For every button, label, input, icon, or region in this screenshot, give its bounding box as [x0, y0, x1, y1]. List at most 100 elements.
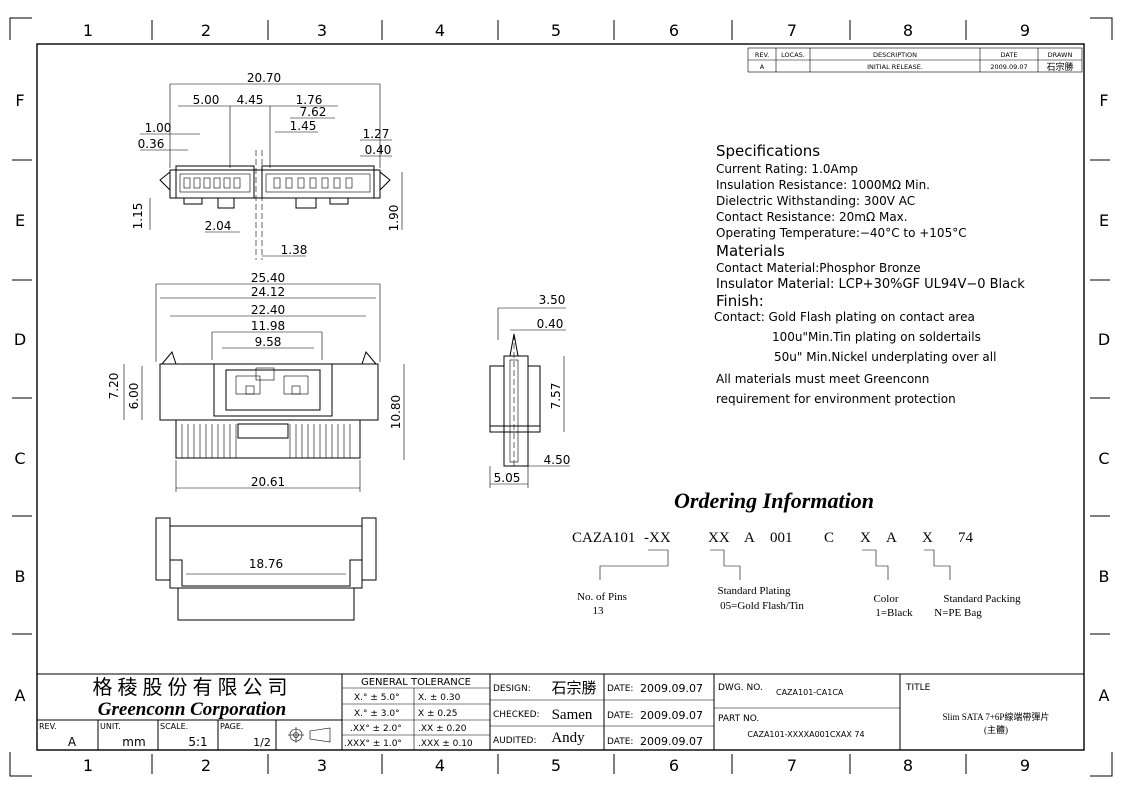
page-value: 1/2 — [253, 736, 271, 749]
spec-insulation-resistance: Insulation Resistance: 1000MΩ Min. — [716, 178, 930, 192]
zone-row-a-right: A — [1099, 686, 1110, 705]
scale-label: SCALE. — [160, 722, 188, 731]
zone-row-d-right: D — [1098, 330, 1110, 349]
dim-top-7-62: 7.62 — [300, 105, 327, 119]
drawing-title-line-1: Slim SATA 7+6P線端帶彈片 — [943, 711, 1050, 722]
zone-row-e-right: E — [1099, 211, 1109, 230]
finish-title: Finish: — [716, 292, 764, 310]
material-insulator: Insulator Material: LCP+30%GF UL94V−0 Bl… — [716, 277, 1025, 292]
zone-col-5-top: 5 — [551, 21, 561, 40]
part-no-value: CAZA101-XXXXA001CXAX 74 — [747, 730, 864, 739]
dim-top-4-45: 4.45 — [237, 93, 264, 107]
label-plating-value: 05=Gold Flash/Tin — [720, 600, 804, 612]
dim-front-20-61: 20.61 — [251, 475, 285, 489]
dim-front-7-20: 7.20 — [107, 373, 121, 400]
dwg-no-value: CAZA101-CA1CA — [776, 688, 844, 697]
label-plating: Standard Plating — [717, 585, 791, 597]
tolerance-title: GENERAL TOLERANCE — [361, 677, 471, 688]
dim-side-4-50: 4.50 — [544, 453, 571, 467]
company-name-en: Greenconn Corporation — [98, 699, 286, 720]
audited-label: AUDITED: — [493, 736, 536, 746]
spec-operating-temperature: Operating Temperature:−40°C to +105°C — [716, 226, 967, 240]
unit-label: UNIT. — [100, 722, 121, 731]
date-value-2: 2009.09.07 — [640, 709, 703, 722]
dim-front-11-98: 11.98 — [251, 319, 285, 333]
drawing-title-line-2: (主體) — [984, 724, 1008, 735]
label-pins: No. of Pins — [577, 591, 627, 603]
dim-top-1-00: 1.00 — [145, 121, 172, 135]
label-pins-value: 13 — [593, 605, 605, 617]
checked-value: Samen — [552, 707, 593, 723]
code-a2: A — [886, 530, 897, 546]
materials-title: Materials — [716, 242, 785, 260]
dim-front-6-00: 6.00 — [127, 383, 141, 410]
title-block: 格 稜 股 份 有 限 公 司 Greenconn Corporation RE… — [36, 673, 1085, 751]
front-view: 25.40 24.12 22.40 11.98 9.58 7.20 6.00 1… — [107, 271, 405, 492]
rev-cell-date: 2009.09.07 — [990, 63, 1027, 71]
zone-col-2-top: 2 — [201, 21, 211, 40]
zone-col-6-bottom: 6 — [669, 756, 679, 775]
material-contact: Contact Material:Phosphor Bronze — [716, 261, 921, 275]
dim-top-1-76: 1.76 — [296, 93, 323, 107]
bottom-view: 18.76 — [155, 517, 377, 621]
revision-table: REV. LOCAS. DESCRIPTION DATE DRAWN A INI… — [747, 47, 1083, 73]
tolerance-angle-3: .XX° ± 2.0° — [350, 724, 402, 734]
zone-col-2-bottom: 2 — [201, 756, 211, 775]
zone-col-3-bottom: 3 — [317, 756, 327, 775]
checked-label: CHECKED: — [493, 710, 540, 720]
zone-row-f-right: F — [1099, 91, 1108, 110]
part-no-label: PART NO. — [718, 714, 759, 724]
specifications-block: Specifications Current Rating: 1.0Amp In… — [714, 142, 1025, 406]
zone-col-3-top: 3 — [317, 21, 327, 40]
rev-cell-drawn: 石宗勝 — [1046, 61, 1073, 73]
dim-front-22-40: 22.40 — [251, 303, 285, 317]
dim-side-5-05: 5.05 — [494, 471, 521, 485]
zone-row-c-left: C — [14, 449, 25, 468]
date-value-1: 2009.09.07 — [640, 682, 703, 695]
finish-note-2: requirement for environment protection — [716, 392, 956, 406]
zone-col-8-top: 8 — [903, 21, 913, 40]
tolerance-angle-4: .XXX° ± 1.0° — [344, 739, 402, 749]
code-a1: A — [744, 530, 755, 546]
zone-row-d-left: D — [14, 330, 26, 349]
zone-col-4-top: 4 — [435, 21, 445, 40]
date-label-1: DATE: — [607, 684, 633, 694]
date-label-3: DATE: — [607, 737, 633, 747]
code-001: 001 — [770, 530, 793, 546]
code-plating: XX — [708, 530, 730, 546]
unit-value: mm — [122, 735, 145, 749]
design-value: 石宗勝 — [551, 679, 596, 697]
spec-contact-resistance: Contact Resistance: 20mΩ Max. — [716, 210, 908, 224]
dim-top-1-15: 1.15 — [131, 203, 145, 230]
rev-header-description: DESCRIPTION — [873, 51, 917, 59]
dim-front-9-58: 9.58 — [255, 335, 282, 349]
finish-tin: 100u"Min.Tin plating on soldertails — [772, 330, 981, 344]
zone-row-e-left: E — [15, 211, 25, 230]
tolerance-linear-3: .XX ± 0.20 — [418, 724, 467, 734]
label-packing-value: N=PE Bag — [934, 607, 982, 619]
code-color: X — [860, 530, 871, 546]
label-color: Color — [873, 593, 898, 605]
zone-col-4-bottom: 4 — [435, 756, 445, 775]
dim-front-24-12: 24.12 — [251, 285, 285, 299]
zone-col-8-bottom: 8 — [903, 756, 913, 775]
audited-value: Andy — [551, 730, 585, 746]
dim-top-1-45: 1.45 — [290, 119, 317, 133]
finish-contact: Contact: Gold Flash plating on contact a… — [714, 310, 975, 324]
rev-header-rev: REV. — [755, 51, 769, 59]
zone-col-6-top: 6 — [669, 21, 679, 40]
dim-top-5-00: 5.00 — [193, 93, 220, 107]
dwg-no-label: DWG. NO. — [718, 683, 763, 693]
code-pins: -XX — [644, 530, 671, 546]
dim-top-2-04: 2.04 — [205, 219, 232, 233]
scale-value: 5:1 — [188, 735, 207, 749]
zone-col-9-bottom: 9 — [1020, 756, 1030, 775]
top-view: 20.70 5.00 4.45 1.76 7.62 1.00 1.45 1.27… — [131, 71, 403, 260]
company-name-cn: 格 稜 股 份 有 限 公 司 — [93, 676, 288, 699]
zone-col-7-top: 7 — [787, 21, 797, 40]
dim-top-1-27: 1.27 — [363, 127, 390, 141]
code-74: 74 — [958, 530, 974, 546]
design-label: DESIGN: — [493, 684, 531, 694]
title-label: TITLE — [905, 683, 931, 693]
dim-top-0-40: 0.40 — [365, 143, 392, 157]
